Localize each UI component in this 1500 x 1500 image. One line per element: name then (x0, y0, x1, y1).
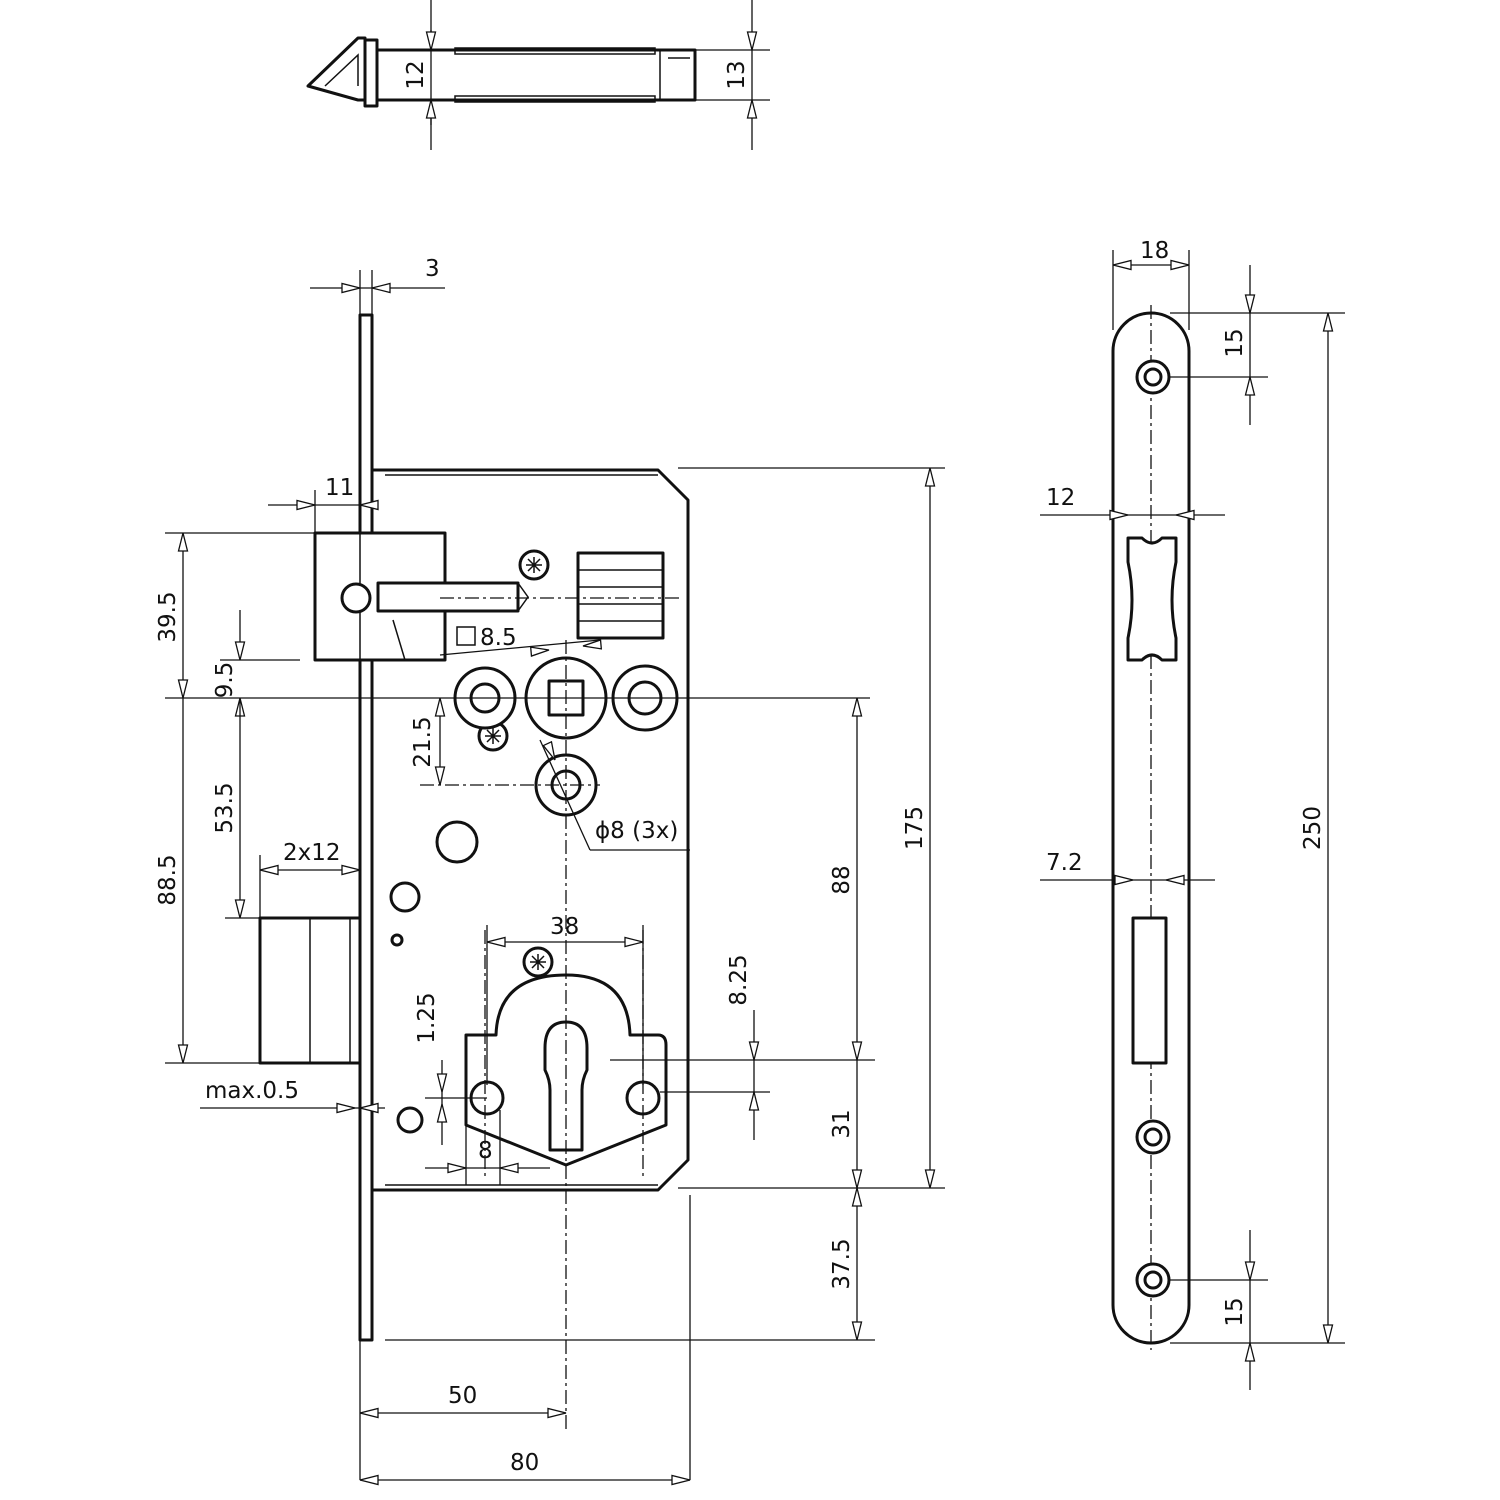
dim-1-25: 1.25 (414, 992, 440, 1043)
dim-21-5: 21.5 (410, 716, 436, 767)
top-dimensions: 12 13 (403, 0, 770, 150)
dim-39-5: 39.5 (155, 591, 181, 642)
ribbed-block (576, 551, 665, 640)
dim-15-top: 15 (1222, 328, 1248, 357)
dim-8-25: 8.25 (726, 954, 752, 1005)
dim-3: 3 (425, 256, 440, 282)
front-dimensions: 3 11 39.5 9.5 8.5 21.5 53.5 (155, 256, 945, 1486)
dim-38: 38 (550, 914, 579, 940)
lock-front-view (258, 313, 690, 1430)
dim-9-5: 9.5 (212, 662, 238, 699)
dim-phi8: ϕ8 (3x) (595, 818, 678, 844)
dim-max-0-5: max.0.5 (205, 1078, 299, 1104)
dim-88: 88 (829, 865, 855, 894)
dim-12: 12 (1046, 485, 1075, 511)
latch-opening (1126, 536, 1178, 662)
bolt-opening (1131, 916, 1168, 1065)
dim-175: 175 (902, 806, 928, 850)
latch-top-view (306, 36, 697, 108)
dim-top-12: 12 (403, 60, 429, 89)
dim-18: 18 (1140, 238, 1169, 264)
latch-bolt (313, 531, 529, 662)
dim-top-13: 13 (724, 60, 750, 89)
dim-11: 11 (325, 475, 354, 501)
dim-250: 250 (1300, 806, 1326, 850)
faceplate-side-view (1111, 305, 1191, 1350)
dim-15-bottom: 15 (1222, 1297, 1248, 1326)
dim-8: 8 (478, 1138, 493, 1164)
dim-8-5: 8.5 (480, 625, 517, 651)
side-dimensions: 18 15 12 7.2 250 15 (1040, 238, 1345, 1390)
dim-80: 80 (510, 1450, 539, 1476)
dim-7-2: 7.2 (1046, 850, 1083, 876)
dim-31: 31 (829, 1109, 855, 1138)
dim-37-5: 37.5 (829, 1238, 855, 1289)
faceplate (358, 313, 374, 1342)
dim-50: 50 (448, 1383, 477, 1409)
dead-bolt (258, 916, 362, 1065)
dim-53-5: 53.5 (212, 782, 238, 833)
dim-2x12: 2x12 (283, 840, 341, 866)
dim-88-5: 88.5 (155, 854, 181, 905)
